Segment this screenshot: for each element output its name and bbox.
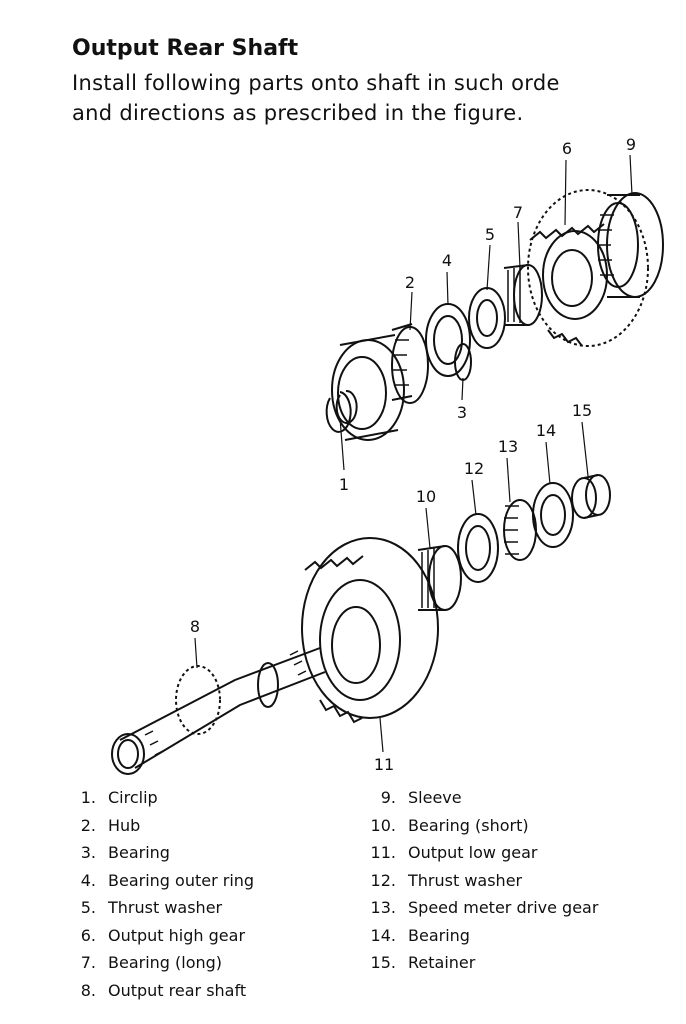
callout-6: 6 <box>562 139 572 158</box>
part-output-low-gear <box>301 537 439 724</box>
callout-11: 11 <box>374 755 394 774</box>
callout-4: 4 <box>442 251 452 270</box>
parts-legend-left: 1.Circlip 2.Hub 3.Bearing 4.Bearing oute… <box>58 784 254 1004</box>
part-output-high-gear <box>527 189 649 347</box>
part-bearing-outer-ring <box>425 303 471 377</box>
exploded-view-figure: 1 2 3 4 5 6 7 8 9 10 11 12 13 14 15 <box>111 135 664 775</box>
part-circlip <box>325 389 358 433</box>
callout-10: 10 <box>416 487 436 506</box>
legend-item: 11.Output low gear <box>370 843 538 862</box>
callout-13: 13 <box>498 437 518 456</box>
part-thrust-washer-5 <box>468 287 506 349</box>
callout-9: 9 <box>626 135 636 154</box>
part-sleeve-ring <box>331 334 405 441</box>
part-bearing-short <box>417 545 462 611</box>
page-title: Output Rear Shaft <box>72 36 299 61</box>
callout-2: 2 <box>405 273 415 292</box>
legend-item: 4.Bearing outer ring <box>80 870 255 890</box>
legend-item: 5.Thrust washer <box>80 898 223 917</box>
instruction-line-1: Install following parts onto shaft in su… <box>72 71 560 95</box>
legend-item: 8.Output rear shaft <box>80 980 247 1000</box>
legend-item: 12.Thrust washer <box>370 870 523 890</box>
callout-3: 3 <box>457 403 467 422</box>
part-hub <box>391 323 429 404</box>
legend-item: 14.Bearing <box>370 925 470 945</box>
legend-item: 15.Retainer <box>370 953 476 972</box>
callout-8: 8 <box>190 617 200 636</box>
legend-item: 13.Speed meter drive gear <box>370 898 599 917</box>
part-retainer <box>571 474 611 519</box>
callout-1: 1 <box>339 475 349 494</box>
legend-item: 1.Circlip <box>80 788 158 807</box>
legend-item: 6.Output high gear <box>80 925 246 945</box>
legend-item: 7.Bearing (long) <box>80 953 223 972</box>
instruction-text: Install following parts onto shaft in su… <box>72 68 686 128</box>
parts-legend-right: 9.Sleeve 10.Bearing (short) 11.Output lo… <box>344 784 599 977</box>
legend-item: 3.Bearing <box>80 843 170 862</box>
callout-12: 12 <box>464 459 484 478</box>
callout-7: 7 <box>513 203 523 222</box>
callout-14: 14 <box>536 421 556 440</box>
part-bearing-long <box>503 264 543 326</box>
part-thrust-washer-12 <box>457 513 499 583</box>
part-bearing-3 <box>454 343 472 381</box>
part-output-rear-shaft <box>111 647 326 775</box>
legend-item: 9.Sleeve <box>380 788 462 807</box>
instruction-line-2: and directions as prescribed in the figu… <box>72 101 524 125</box>
part-speed-meter-drive-gear <box>503 499 537 561</box>
legend-item: 10.Bearing (short) <box>370 815 529 835</box>
part-bearing-14 <box>532 482 574 548</box>
callout-15: 15 <box>572 401 592 420</box>
part-sleeve <box>597 192 664 298</box>
callout-5: 5 <box>485 225 495 244</box>
legend-item: 2.Hub <box>80 815 141 835</box>
